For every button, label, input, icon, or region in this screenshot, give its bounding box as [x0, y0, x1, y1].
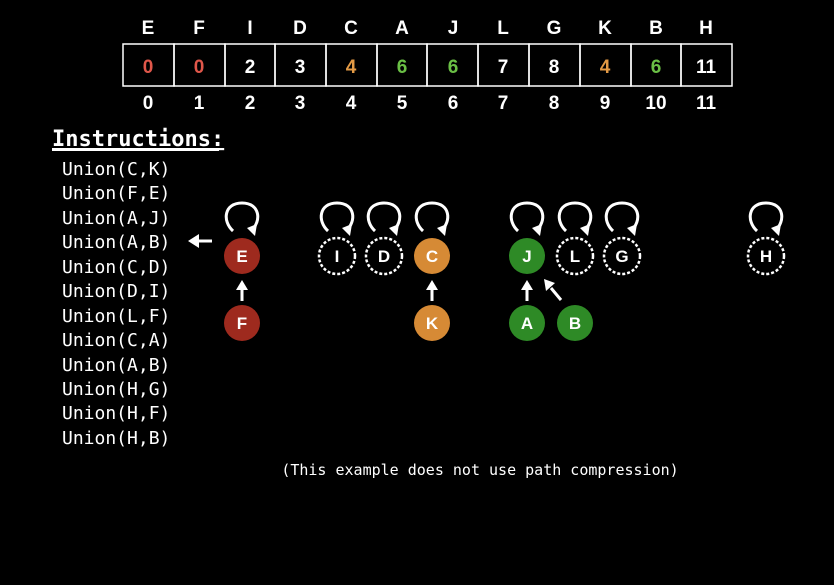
self-loop-arrow-icon — [224, 201, 260, 236]
instruction-item: Union(H,F) — [62, 403, 170, 424]
node-g: G — [602, 236, 642, 276]
array-header-letter: F — [193, 18, 205, 39]
array-index: 7 — [498, 93, 509, 114]
array-header-letter: C — [344, 18, 358, 39]
node-j: J — [509, 238, 545, 274]
node-i: I — [317, 236, 357, 276]
array-header-row: E F I D C A J L G K B H — [142, 18, 713, 39]
array-index: 10 — [645, 93, 666, 114]
self-loop-arrow-icon — [366, 201, 402, 236]
array-index: 9 — [600, 93, 611, 114]
array-index: 11 — [696, 93, 717, 114]
self-loop-arrow-icon — [557, 201, 593, 236]
node-d: D — [364, 236, 404, 276]
array-value: 7 — [498, 57, 509, 78]
node-label: J — [522, 247, 531, 266]
array-index: 1 — [194, 93, 205, 114]
instructions-list: Union(C,K) Union(F,E) Union(A,J) Union(A… — [62, 159, 170, 449]
self-loop-arrows — [224, 201, 784, 236]
array-header-letter: G — [547, 18, 562, 39]
self-loop-arrow-icon — [319, 201, 355, 236]
array-value: 8 — [549, 57, 560, 78]
self-loop-arrow-icon — [604, 201, 640, 236]
array-index: 8 — [549, 93, 560, 114]
node-label: E — [236, 247, 247, 266]
array-header-letter: H — [699, 18, 713, 39]
edge-a-to-j — [521, 280, 533, 301]
array-header-letter: J — [448, 18, 459, 39]
node-e: E — [224, 238, 260, 274]
array-value: 6 — [651, 57, 662, 78]
node-label: C — [426, 247, 438, 266]
instruction-item: Union(A,J) — [62, 208, 170, 229]
array-header-letter: K — [598, 18, 612, 39]
tree-nodes-roots: E I D C J L G H — [224, 236, 786, 276]
array-value: 2 — [245, 57, 256, 78]
instruction-item: Union(C,D) — [62, 257, 170, 278]
node-h: H — [746, 236, 786, 276]
array-index: 6 — [448, 93, 459, 114]
self-loop-arrow-icon — [509, 201, 545, 236]
node-b: B — [557, 305, 593, 341]
array-header-letter: D — [293, 18, 307, 39]
self-loop-arrow-icon — [748, 201, 784, 236]
node-f: F — [224, 305, 260, 341]
parent-array — [122, 43, 733, 87]
node-label: H — [760, 247, 772, 266]
array-value: 0 — [194, 57, 205, 78]
array-header-letter: E — [142, 18, 155, 39]
array-value: 6 — [448, 57, 459, 78]
array-header-letter: L — [497, 18, 509, 39]
node-a: A — [509, 305, 545, 341]
array-index: 3 — [295, 93, 306, 114]
array-cell — [680, 43, 733, 87]
node-label: B — [569, 314, 581, 333]
footnote: (This example does not use path compress… — [281, 461, 678, 479]
array-value: 0 — [143, 57, 154, 78]
parent-edges — [236, 279, 563, 301]
array-header-letter: I — [247, 18, 252, 39]
node-label: D — [378, 247, 390, 266]
array-index: 2 — [245, 93, 256, 114]
edge-k-to-c — [426, 280, 438, 301]
instructions-title: Instructions: — [52, 127, 224, 152]
tree-nodes-children: F K A B — [224, 305, 593, 341]
node-label: K — [426, 314, 439, 333]
array-value: 11 — [696, 57, 717, 78]
edge-b-to-j — [544, 279, 563, 301]
node-l: L — [555, 236, 595, 276]
array-index: 0 — [143, 93, 154, 114]
instruction-item: Union(H,B) — [62, 428, 170, 449]
array-values: 0 0 2 3 4 6 6 7 8 4 6 11 — [143, 57, 717, 78]
left-arrow-icon — [188, 234, 212, 248]
node-k: K — [414, 305, 450, 341]
node-label: G — [615, 247, 628, 266]
array-indices: 0 1 2 3 4 5 6 7 8 9 10 11 — [143, 93, 717, 114]
instruction-item: Union(C,A) — [62, 330, 170, 351]
self-loop-arrow-icon — [414, 201, 450, 236]
node-c: C — [414, 238, 450, 274]
array-header-letter: B — [649, 18, 663, 39]
instruction-item: Union(D,I) — [62, 281, 170, 302]
node-label: F — [237, 314, 247, 333]
instruction-item: Union(C,K) — [62, 159, 170, 180]
instruction-item: Union(A,B) — [62, 355, 170, 376]
instruction-item: Union(F,E) — [62, 183, 170, 204]
instruction-item: Union(H,G) — [62, 379, 170, 400]
node-label: L — [570, 247, 580, 266]
node-label: A — [521, 314, 533, 333]
node-label: I — [335, 247, 340, 266]
array-value: 4 — [600, 57, 611, 78]
edge-f-to-e — [236, 280, 248, 301]
array-value: 6 — [397, 57, 408, 78]
array-index: 5 — [397, 93, 408, 114]
instruction-item: Union(L,F) — [62, 306, 170, 327]
array-value: 3 — [295, 57, 306, 78]
instruction-item-current: Union(A,B) — [62, 232, 170, 253]
array-value: 4 — [346, 57, 357, 78]
array-header-letter: A — [395, 18, 409, 39]
array-index: 4 — [346, 93, 357, 114]
